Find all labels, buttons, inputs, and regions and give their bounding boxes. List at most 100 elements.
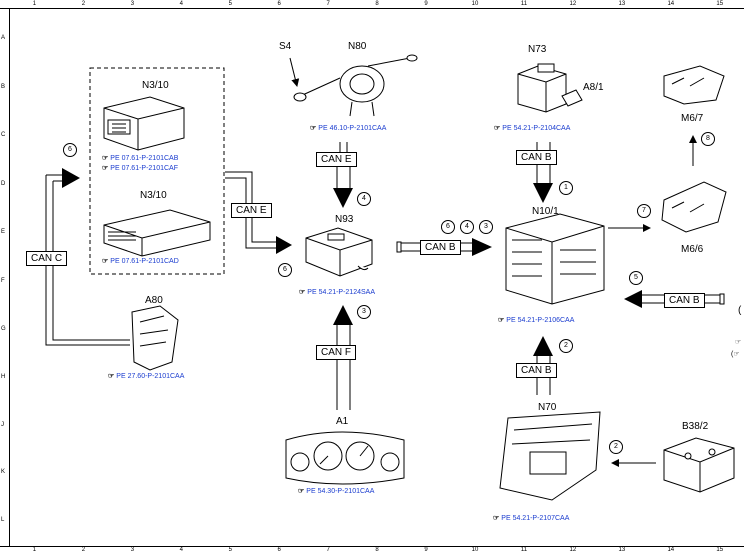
ref-a80[interactable]: ☞PE 27.60-P-2101CAA [108, 373, 185, 380]
n10-1-drawing [505, 213, 605, 305]
label-a8-1: A8/1 [583, 82, 604, 93]
row-label: B [1, 84, 6, 90]
reference-pointer-icon: ☞ [493, 515, 500, 522]
ref-n3-10-cad[interactable]: ☞PE 07.61-P-2101CAD [102, 258, 179, 265]
step-number: 6 [441, 220, 455, 234]
step-number: 6 [63, 143, 77, 157]
row-label: J [1, 422, 4, 428]
step-number: 3 [479, 220, 493, 234]
column-label: 15 [716, 1, 724, 7]
arrow-to-n93-left [276, 236, 292, 254]
label-a80: A80 [145, 295, 163, 306]
column-label: 9 [424, 1, 428, 7]
n3-10-bottom-module-drawing [103, 209, 211, 257]
grid-row-header [0, 8, 10, 546]
m6-6-drawing [661, 181, 727, 233]
label-s4: S4 [279, 41, 292, 52]
arrow-to-n10-1-top [533, 183, 553, 203]
column-label: 4 [179, 547, 183, 553]
column-label: 14 [667, 547, 675, 553]
reference-pointer-icon: ☞ [102, 155, 109, 162]
step-number: 4 [460, 220, 474, 234]
ref-n3-10-caf[interactable]: ☞PE 07.61-P-2101CAF [102, 165, 178, 172]
a80-drawing [131, 305, 179, 371]
ref-n3-10-cab[interactable]: ☞PE 07.61-P-2101CAB [102, 155, 179, 162]
ref-n70[interactable]: ☞PE 54.21-P-2107CAA [493, 515, 570, 522]
label-a1: A1 [336, 416, 349, 427]
column-label: 13 [618, 1, 626, 7]
row-label: G [1, 326, 6, 332]
ref-n10-1[interactable]: ☞PE 54.21-P-2106CAA [498, 317, 575, 324]
column-label: 5 [228, 547, 232, 553]
can-c-label: CAN C [26, 251, 68, 266]
label-n93: N93 [335, 214, 354, 225]
ref-a1[interactable]: ☞PE 54.30-P-2101CAA [298, 488, 375, 495]
column-label: 11 [520, 547, 528, 553]
step-number: 8 [701, 132, 715, 146]
column-label: 15 [716, 547, 724, 553]
ref-n73[interactable]: ☞PE 54.21-P-2104CAA [494, 125, 571, 132]
column-label: 1 [32, 547, 37, 553]
n73-drawing [517, 63, 583, 113]
can-b-mid-label: CAN B [420, 240, 461, 255]
a1-drawing [285, 431, 405, 485]
column-label: 5 [228, 1, 232, 7]
label-m6-7: M6/7 [681, 113, 704, 124]
label-n80: N80 [348, 41, 367, 52]
row-label: A [1, 35, 6, 41]
n3-10-group-box [89, 67, 225, 275]
arrow-to-n10-1-bottom [533, 336, 553, 356]
column-label: 7 [326, 547, 330, 553]
step-number: 4 [357, 192, 371, 206]
column-label: 3 [130, 1, 135, 7]
label-m6-6: M6/6 [681, 244, 704, 255]
step-number: 2 [559, 339, 573, 353]
column-label: 1 [32, 1, 37, 7]
ref-n93[interactable]: ☞PE 54.21-P-2124SAA [299, 289, 375, 296]
arrow-from-right [624, 290, 642, 308]
column-label: 6 [277, 547, 281, 553]
column-label: 8 [375, 1, 379, 7]
reference-pointer-icon: ☞ [494, 125, 501, 132]
step-number: 2 [609, 440, 623, 454]
reference-pointer-icon: ☞ [108, 373, 115, 380]
row-label: K [1, 469, 6, 475]
grid-column-header-top [0, 0, 744, 9]
reference-pointer-icon: ☞ [299, 289, 306, 296]
row-label: H [1, 374, 6, 380]
step-number: 7 [637, 204, 651, 218]
row-label: E [1, 229, 6, 235]
label-n70: N70 [538, 402, 557, 413]
arrow-to-n93-bottom [333, 305, 353, 325]
column-label: 11 [520, 1, 528, 7]
column-label: 3 [130, 547, 135, 553]
m6-7-drawing [663, 65, 725, 105]
row-label: C [1, 132, 6, 138]
row-label: F [1, 278, 5, 284]
column-label: 10 [471, 1, 479, 7]
b38-2-drawing [663, 437, 735, 493]
n3-10-top-module-drawing [103, 96, 185, 151]
edge-mark: ( [738, 305, 742, 316]
column-label: 9 [424, 547, 428, 553]
column-label: 12 [569, 1, 577, 7]
label-n10-1: N10/1 [532, 206, 559, 217]
can-e-top-label: CAN E [316, 152, 357, 167]
column-label: 4 [179, 1, 183, 7]
ref-n80[interactable]: ☞PE 46.10-P-2101CAA [310, 125, 387, 132]
column-label: 7 [326, 1, 330, 7]
can-e-left-label: CAN E [231, 203, 272, 218]
column-label: 8 [375, 547, 379, 553]
edge-mark: (☞ [731, 351, 740, 358]
can-b-top-label: CAN B [516, 150, 557, 165]
step-number: 3 [357, 305, 371, 319]
can-b-bottom-label: CAN B [516, 363, 557, 378]
column-label: 13 [618, 547, 626, 553]
label-b38-2: B38/2 [682, 421, 709, 432]
reference-pointer-icon: ☞ [102, 165, 109, 172]
column-label: 14 [667, 1, 675, 7]
label-n3-10-top: N3/10 [142, 80, 169, 91]
column-label: 6 [277, 1, 281, 7]
n70-drawing [499, 411, 601, 501]
